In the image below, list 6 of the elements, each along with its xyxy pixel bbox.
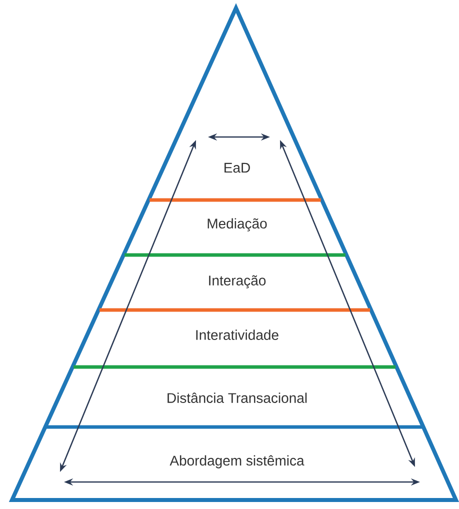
layer-label: Interatividade [196,330,278,340]
layer-label: Mediação [208,218,267,232]
layer-label: EaD [224,162,250,173]
layer-label: Interação [209,275,266,288]
layer-label: Abordagem sistêmica [170,455,304,468]
layer-label: Distância Transacional [168,392,307,403]
